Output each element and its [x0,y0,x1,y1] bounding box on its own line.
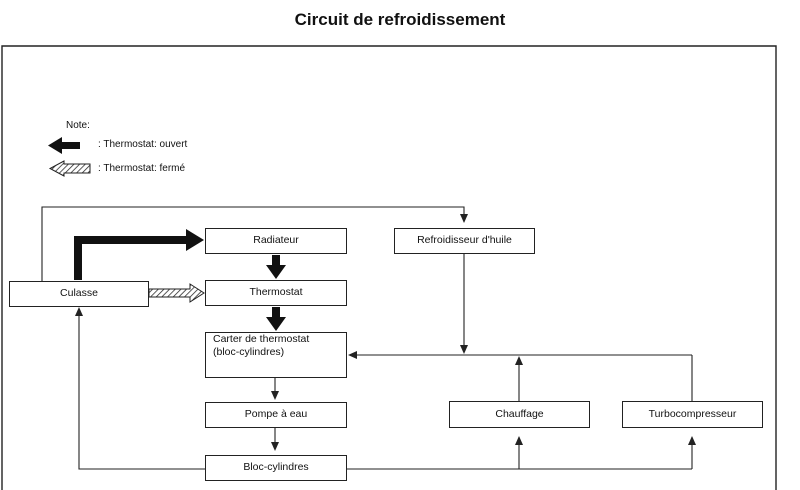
arrowhead-chauffage [515,436,523,445]
arrowhead-turbo [688,436,696,445]
flow-bloc-to-culasse [78,313,205,470]
arrowhead-carter [348,351,357,359]
thick-flow-culasse-up [74,236,82,280]
arrowhead-junction [460,345,468,354]
thick-arrowhead-carter [266,317,286,331]
node-radiateur: Radiateur [205,228,347,254]
thick-arrowhead-thermostat [266,265,286,279]
node-carter-line2: (bloc-cylindres) [213,346,285,359]
diagram-title: Circuit de refroidissement [294,10,506,29]
thick-flow-to-radiateur [74,236,190,244]
thick-flow-radiateur-down [272,255,280,267]
node-carter-thermostat: Carter de thermostat (bloc-cylindres) [205,332,347,378]
legend-heading: Note: [66,120,90,131]
thick-arrowhead-radiateur [186,229,204,251]
legend-closed-label: : Thermostat: fermé [98,163,186,174]
thick-flow-thermostat-down [272,307,280,319]
legend-closed-arrow-icon [48,160,91,177]
arrowhead-bloc [271,442,279,451]
node-chauffage: Chauffage [449,401,590,428]
node-culasse: Culasse [9,281,149,307]
arrowhead-chauffage-up [515,356,523,365]
arrowhead-culasse [75,307,83,316]
node-pompe-eau: Pompe à eau [205,402,347,428]
diagram-frame [1,45,777,490]
hatched-flow-culasse-to-thermostat [148,283,205,303]
legend-open-arrow-icon [48,137,80,154]
node-thermostat: Thermostat [205,280,347,306]
arrowhead-pompe [271,391,279,400]
node-bloc-cylindres: Bloc-cylindres [205,455,347,481]
arrowhead-refroidisseur [460,214,468,223]
legend-open-label: : Thermostat: ouvert [98,139,188,150]
node-turbocompresseur: Turbocompresseur [622,401,763,428]
node-carter-line1: Carter de thermostat [213,333,310,345]
node-refroidisseur-huile: Refroidisseur d'huile [394,228,535,254]
